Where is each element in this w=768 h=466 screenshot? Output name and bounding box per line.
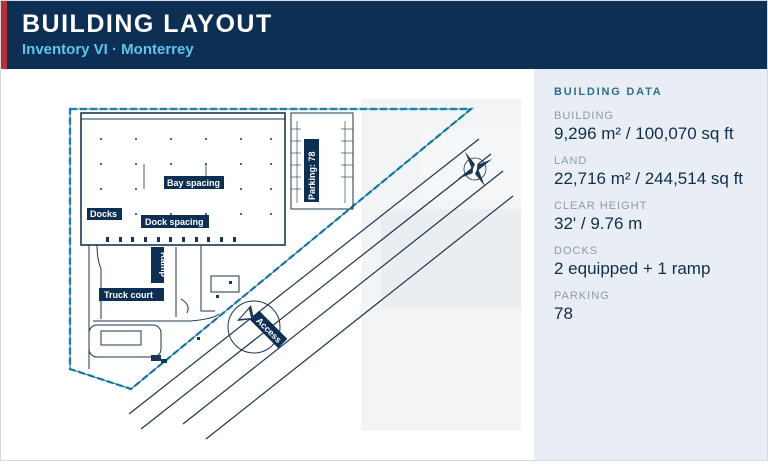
stat-value: 22,716 m² / 244,514 sq ft: [554, 169, 744, 188]
ramp-text: Ramp: [159, 252, 169, 278]
panel-title: BUILDING DATA: [554, 86, 663, 98]
stat-label: CLEAR HEIGHT: [554, 200, 648, 212]
parking-text: Parking: 78: [307, 151, 317, 200]
dock-spacing-label: Dock spacing: [141, 215, 209, 228]
stat-land: LAND 22,716 m² / 244,514 sq ft: [554, 155, 767, 190]
ramp-label: Ramp: [151, 247, 169, 283]
truck-court-label: Truck court: [99, 288, 164, 301]
compass-rose-icon: [457, 151, 493, 187]
stat-building: BUILDING 9,296 m² / 100,070 sq ft: [554, 110, 767, 145]
docks-label: Docks: [87, 208, 122, 220]
site-plan: Bay spacing Docks Dock spacing Ramp Truc…: [1, 69, 534, 461]
dock-spacing-text: Dock spacing: [145, 217, 204, 227]
header: BUILDING LAYOUT Inventory VI · Monterrey: [1, 1, 767, 69]
access-label: Access: [249, 310, 288, 349]
page-subtitle: Inventory VI · Monterrey: [22, 41, 194, 58]
stat-value: 2 equipped + 1 ramp: [554, 259, 711, 278]
page-title: BUILDING LAYOUT: [22, 10, 273, 38]
truck-court-text: Truck court: [104, 290, 153, 300]
stat-value: 32' / 9.76 m: [554, 214, 643, 233]
bay-spacing-text: Bay spacing: [167, 178, 220, 188]
stat-value: 9,296 m² / 100,070 sq ft: [554, 124, 734, 143]
stat-label: LAND: [554, 155, 588, 167]
site-plan-drawing: Bay spacing Docks Dock spacing Ramp Truc…: [68, 99, 521, 440]
stat-docks: DOCKS 2 equipped + 1 ramp: [554, 245, 767, 280]
stat-value: 78: [554, 304, 573, 323]
bay-spacing-label: Bay spacing: [164, 176, 224, 189]
stat-label: BUILDING: [554, 110, 614, 122]
stat-label: DOCKS: [554, 245, 599, 257]
access-arrow-icon: [237, 305, 254, 321]
stat-clear-height: CLEAR HEIGHT 32' / 9.76 m: [554, 200, 767, 235]
parking-label: Parking: 78: [304, 139, 319, 202]
stat-label: PARKING: [554, 290, 610, 302]
stat-parking: PARKING 78: [554, 290, 767, 325]
building-data-panel: BUILDING DATA BUILDING 9,296 m² / 100,07…: [534, 69, 767, 460]
docks-text: Docks: [90, 209, 117, 219]
